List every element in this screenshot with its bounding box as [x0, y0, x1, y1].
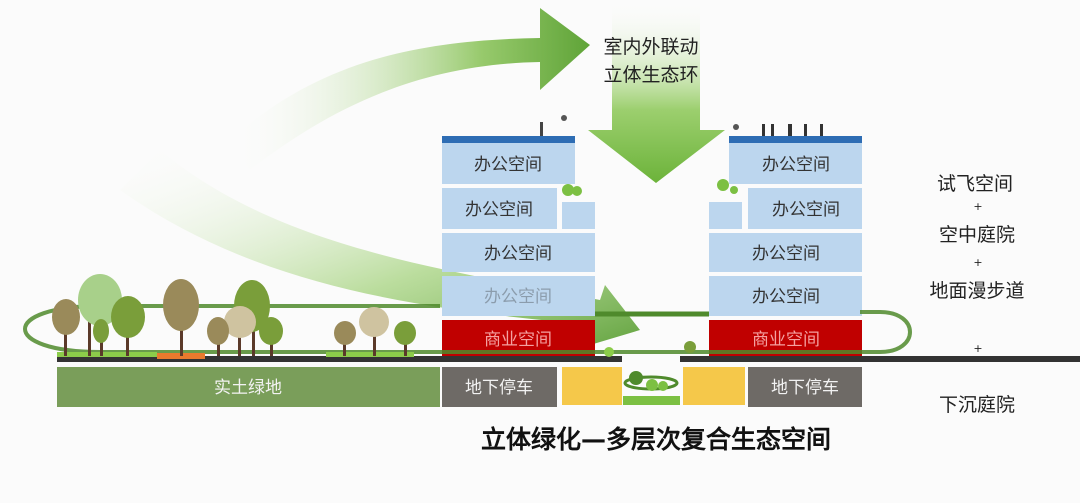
top-caption-line2: 立体生态环	[603, 64, 698, 86]
right-building: 办公空间 办公空间 办公空间 办公空间 商业空间	[709, 124, 862, 358]
parking-left	[442, 367, 557, 407]
label-flight-space: 试飞空间	[937, 173, 1013, 195]
plus-sign: +	[973, 342, 982, 355]
ground-line-left	[57, 356, 622, 362]
sunken-garden	[623, 396, 680, 405]
label-walkway: 地面漫步道	[929, 280, 1024, 302]
floor-label: 办公空间	[474, 155, 542, 175]
left-building: 办公空间 办公空间 办公空间 办公空间 商业空间	[442, 115, 595, 358]
tree-icon	[717, 179, 729, 191]
down-arrow	[588, 0, 725, 183]
label-sunken-courtyard: 下沉庭院	[939, 394, 1015, 416]
walkway-loop	[23, 304, 912, 354]
soil-green-label: 实土绿地	[214, 378, 282, 398]
people-icons	[762, 124, 823, 136]
person-icon	[540, 122, 543, 136]
parking-label: 地下停车	[771, 378, 839, 398]
curved-arrow-top	[230, 8, 590, 170]
drone-icon	[733, 124, 739, 130]
courtyard-right	[683, 367, 745, 405]
commercial-label: 商业空间	[484, 330, 552, 350]
parking-label: 地下停车	[465, 378, 533, 398]
floor-label: 办公空间	[484, 287, 552, 307]
commercial-label: 商业空间	[752, 330, 820, 350]
diagram-title: 立体绿化—多层次复合生态空间	[481, 425, 831, 454]
ground-line-right	[680, 356, 1080, 362]
plus-sign: +	[973, 256, 982, 269]
floor-label: 办公空间	[465, 200, 533, 220]
floor-label: 办公空间	[762, 155, 830, 175]
floor-label: 办公空间	[752, 287, 820, 307]
floor-label: 办公空间	[772, 200, 840, 220]
label-sky-garden: 空中庭院	[939, 224, 1015, 246]
floor-label: 办公空间	[752, 244, 820, 264]
trees	[52, 274, 696, 357]
courtyard-left	[562, 367, 622, 405]
drone-icon	[561, 115, 567, 121]
tree-icon	[562, 184, 574, 196]
floor-label: 办公空间	[484, 244, 552, 264]
parking-right	[748, 367, 862, 407]
plus-sign: +	[973, 200, 982, 213]
top-caption-line1: 室内外联动	[603, 36, 698, 58]
soil-green-block	[57, 367, 440, 407]
